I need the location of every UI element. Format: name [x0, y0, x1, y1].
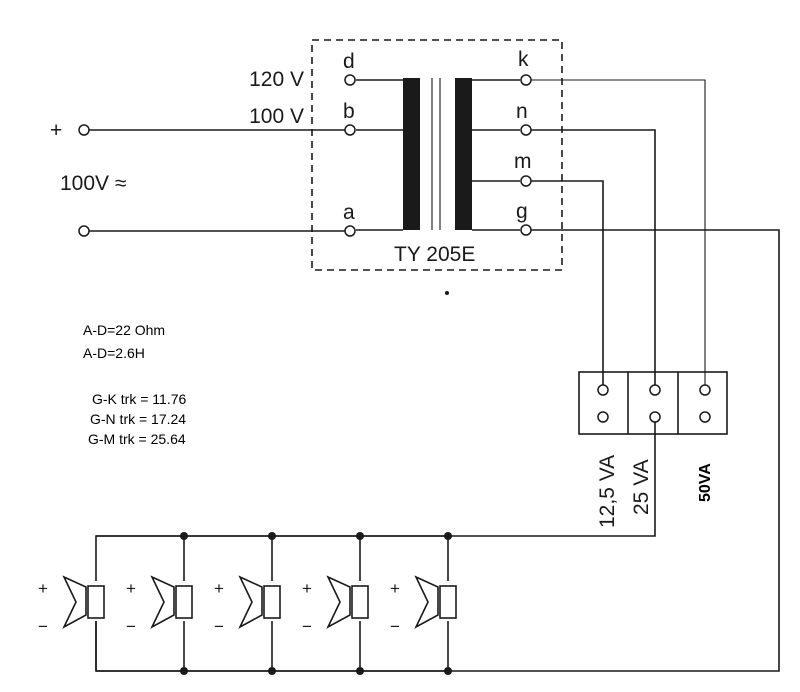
wire-k-to-50va: [530, 79, 706, 386]
selector-terminal-12va-bottom[interactable]: [597, 411, 609, 423]
speaker-1-plus: +: [38, 579, 48, 598]
tap-letter-a: a: [343, 201, 355, 224]
primary-winding: [403, 78, 420, 230]
input-voltage-label: 100V ≈: [60, 172, 126, 195]
speaker-2-magnet: [175, 585, 193, 619]
speaker-5-plus: +: [390, 579, 400, 598]
junction-bottom-5: [444, 667, 452, 675]
speaker-3-minus: −: [214, 617, 224, 636]
stray-dot: [445, 291, 449, 295]
tap-letter-m: m: [514, 150, 532, 173]
note-inductance: A-D=2.6H: [83, 345, 145, 361]
secondary-winding: [455, 78, 472, 230]
speaker-4-cone: [326, 575, 351, 629]
speaker-3-magnet: [263, 585, 281, 619]
speaker-5-magnet: [439, 585, 457, 619]
terminal-m[interactable]: [520, 175, 532, 187]
tap-voltage-100: 100 V: [249, 105, 304, 128]
transformer-enclosure: [311, 39, 563, 271]
speaker-4-plus: +: [302, 579, 312, 598]
speaker-2-minus: −: [126, 617, 136, 636]
tap-letter-k: k: [518, 48, 529, 71]
speaker-3-plus: +: [214, 579, 224, 598]
speaker-5-cone: [414, 575, 439, 629]
wire-n-to-25va: [531, 129, 656, 386]
selector-label-50va: 50VA: [697, 463, 714, 502]
selector-label-12va: 12,5 VA: [596, 455, 619, 528]
selector-terminal-25va-top[interactable]: [649, 384, 661, 396]
terminal-k[interactable]: [520, 74, 532, 86]
transformer-model-label: TY 205E: [394, 243, 475, 266]
tap-letter-d: d: [343, 50, 355, 73]
wire-m-to-12va: [531, 180, 604, 386]
note-ratio-gk: G-K trk = 11.76: [92, 391, 186, 407]
speaker-1-magnet: [87, 585, 105, 619]
tap-selector-block: [578, 371, 728, 435]
selector-terminal-50va-top[interactable]: [699, 384, 711, 396]
tap-letter-g: g: [516, 200, 528, 223]
input-terminal-return[interactable]: [78, 225, 90, 237]
note-resistance: A-D=22 Ohm: [83, 322, 165, 338]
speaker-array: + − + − + − + − + −: [38, 532, 457, 675]
terminal-b[interactable]: [344, 124, 356, 136]
tap-letter-b: b: [343, 100, 355, 123]
terminal-g[interactable]: [520, 224, 532, 236]
terminal-a[interactable]: [344, 225, 356, 237]
selector-terminal-12va-top[interactable]: [597, 384, 609, 396]
note-ratio-gm: G-M trk = 25.64: [88, 431, 186, 447]
selector-terminal-25va-bottom[interactable]: [649, 411, 661, 423]
speaker-1-cone: [62, 575, 87, 629]
terminal-d[interactable]: [344, 74, 356, 86]
tap-letter-n: n: [516, 100, 528, 123]
speaker-5-minus: −: [390, 617, 400, 636]
tap-voltage-120: 120 V: [249, 68, 304, 91]
speaker-1-minus: −: [38, 617, 48, 636]
selector-terminal-50va-bottom[interactable]: [699, 411, 711, 423]
speaker-2-cone: [150, 575, 175, 629]
speaker-3-cone: [238, 575, 263, 629]
note-ratio-gn: G-N trk = 17.24: [90, 411, 186, 427]
terminal-n[interactable]: [520, 124, 532, 136]
speaker-4-minus: −: [302, 617, 312, 636]
speaker-4-magnet: [351, 585, 369, 619]
speaker-2-plus: +: [126, 579, 136, 598]
selector-label-25va: 25 VA: [630, 459, 653, 515]
input-terminal-plus[interactable]: [78, 124, 90, 136]
junction-top-5: [444, 532, 452, 540]
input-plus-sign: +: [50, 119, 62, 142]
